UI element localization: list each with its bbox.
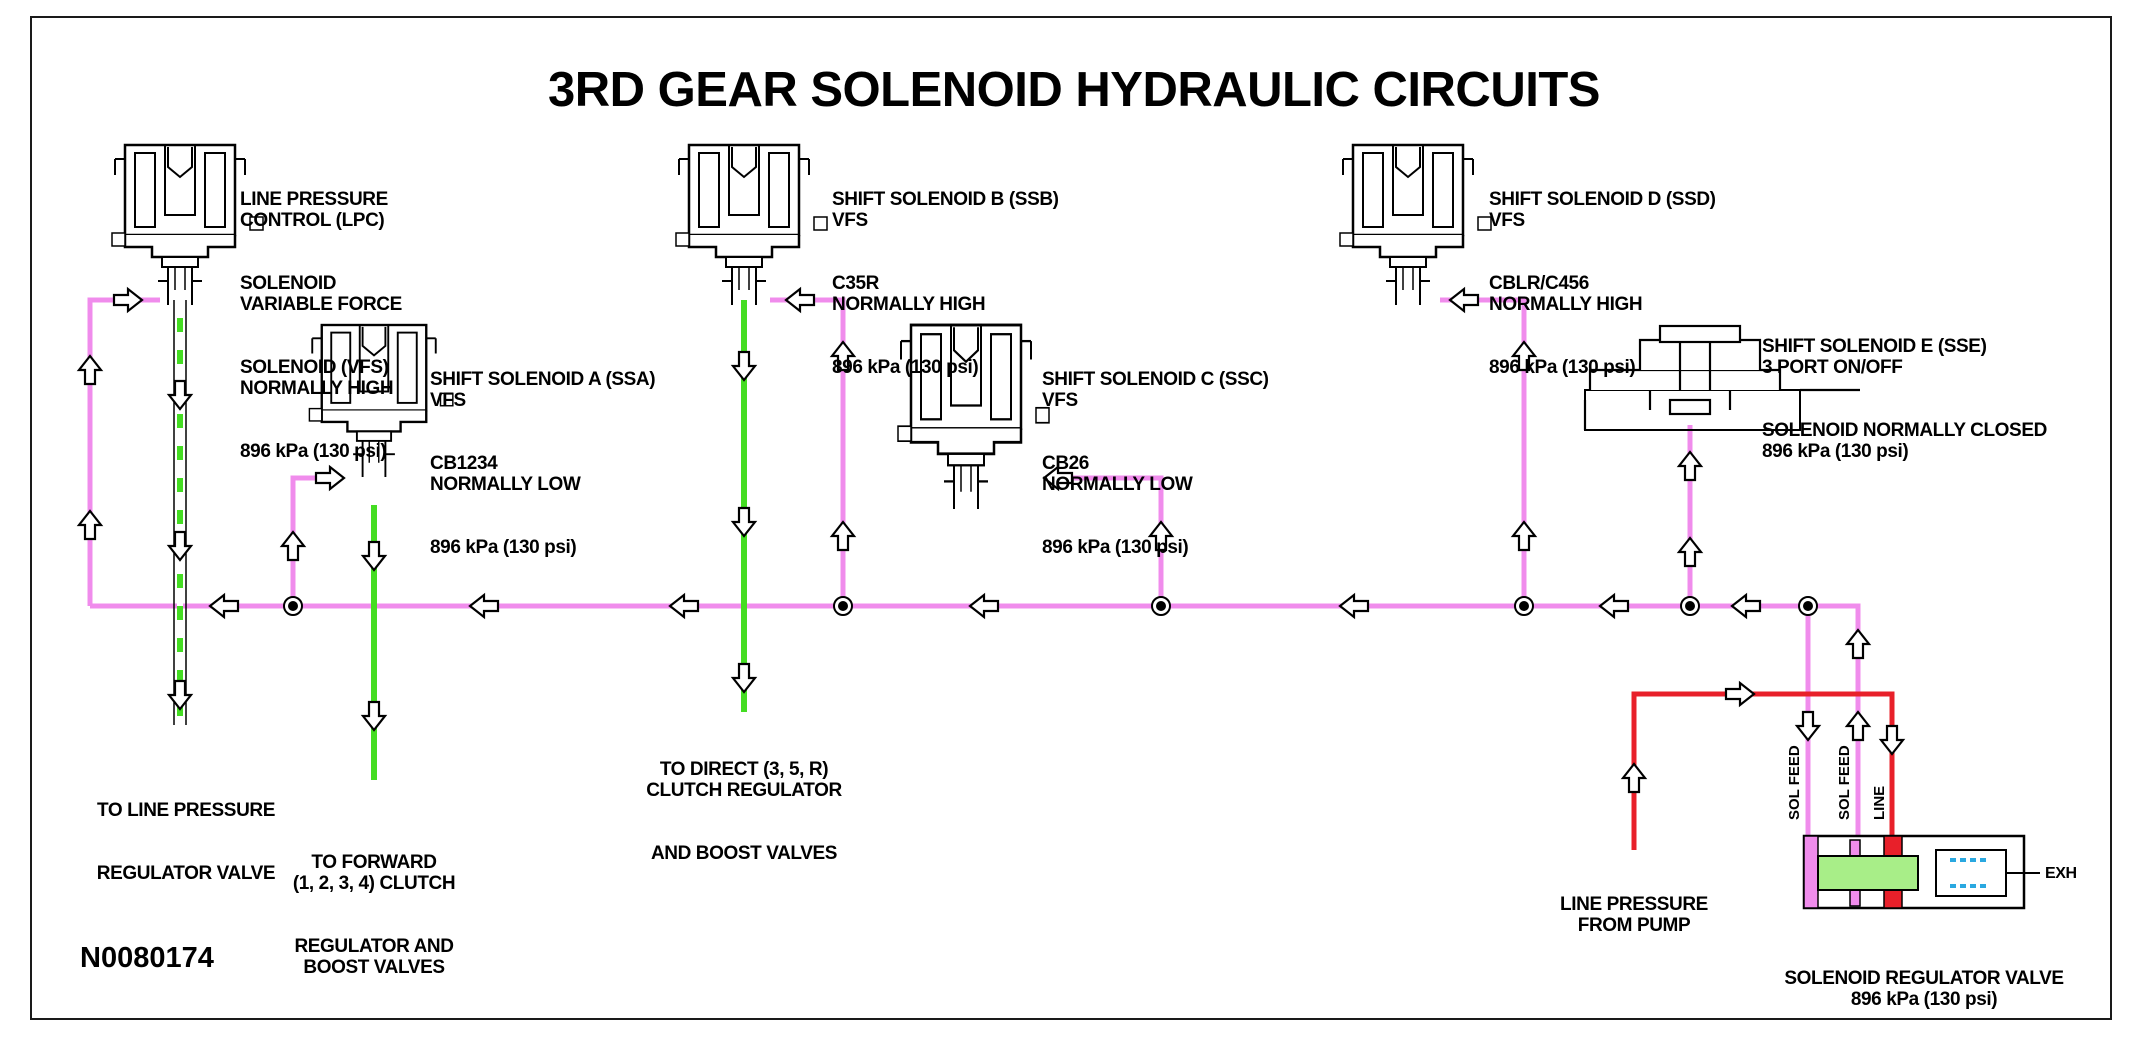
solenoid-icon xyxy=(1583,324,1860,431)
flow-arrow-icon xyxy=(1730,593,1762,619)
flow-arrow-icon xyxy=(167,530,193,562)
junctions xyxy=(283,596,1818,616)
flow-arrow-icon xyxy=(830,520,856,552)
document-id: N0080174 xyxy=(80,942,214,974)
flow-arrow-icon xyxy=(77,509,103,541)
flow-arrow-icon xyxy=(167,379,193,411)
diagram-frame xyxy=(30,16,2112,1020)
flow-arrow-icon xyxy=(361,540,387,572)
junction-icon xyxy=(1151,596,1171,616)
flow-arrow-icon xyxy=(731,506,757,538)
flow-arrow-icon xyxy=(1511,520,1537,552)
flow-arrow-icon xyxy=(1879,724,1905,756)
flow-arrow-icon xyxy=(112,287,144,313)
flow-arrow-icon xyxy=(731,350,757,382)
flow-arrow-icon xyxy=(1448,287,1480,313)
junction-icon xyxy=(833,596,853,616)
flow-arrow-icon xyxy=(731,662,757,694)
flow-arrow-icon xyxy=(208,593,240,619)
junction-icon xyxy=(1680,596,1700,616)
junction-icon xyxy=(1514,596,1534,616)
flow-arrow-icon xyxy=(77,354,103,386)
flow-arrow-icon xyxy=(361,700,387,732)
junction-icon xyxy=(283,596,303,616)
port-label-sol-feed-1: SOL FEED xyxy=(1786,745,1803,820)
solenoid-icon xyxy=(1338,143,1493,307)
junction-icon xyxy=(1798,596,1818,616)
flow-arrow-icon xyxy=(1598,593,1630,619)
exhaust-label: EXH xyxy=(2045,865,2077,882)
forward-clutch-label: TO FORWARD(1, 2, 3, 4) CLUTCH REGULATOR … xyxy=(292,852,456,978)
flow-arrow-icon xyxy=(1845,710,1871,742)
flow-arrow-icon xyxy=(968,593,1000,619)
flow-arrow-icon xyxy=(468,593,500,619)
flow-arrow-icon xyxy=(1621,762,1647,794)
flow-arrow-icon xyxy=(784,287,816,313)
flow-arrow-icon xyxy=(1795,710,1821,742)
spool-valve-icon xyxy=(1802,834,2040,910)
flow-arrow-icon xyxy=(1338,593,1370,619)
flow-arrow-icon xyxy=(167,679,193,711)
flow-arrow-icon xyxy=(1677,450,1703,482)
line-pressure-regulator-label: TO LINE PRESSURE REGULATOR VALVE xyxy=(96,800,276,884)
port-label-line: LINE xyxy=(1871,786,1888,820)
port-label-sol-feed-2: SOL FEED xyxy=(1836,745,1853,820)
flow-arrow-icon xyxy=(280,530,306,562)
flow-arrow-icon xyxy=(1724,681,1756,707)
sse-solenoid-label: SHIFT SOLENOID E (SSE)3 PORT ON/OFF SOLE… xyxy=(1762,336,2047,462)
direct-clutch-label: TO DIRECT (3, 5, R)CLUTCH REGULATOR AND … xyxy=(646,759,842,864)
flow-arrow-icon xyxy=(1677,536,1703,568)
flow-arrow-icon xyxy=(668,593,700,619)
flow-arrow-icon xyxy=(1845,628,1871,660)
diagram-title: 3RD GEAR SOLENOID HYDRAULIC CIRCUITS xyxy=(548,63,1600,117)
solenoid-icon xyxy=(674,143,829,307)
